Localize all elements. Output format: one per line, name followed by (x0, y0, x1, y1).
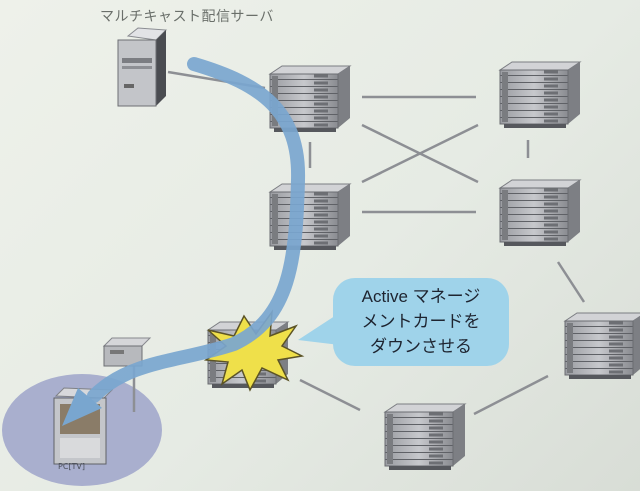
pc-label: PC[TV] (58, 462, 86, 471)
router-icon (499, 61, 581, 129)
callout-line: メントカードを (361, 312, 481, 331)
router-icon (499, 179, 581, 247)
multicast-flow-arrow (87, 57, 306, 403)
arrow-head (62, 388, 102, 426)
router-icon (269, 183, 351, 251)
router-icon (384, 403, 466, 471)
callout-line: ダウンさせる (370, 337, 472, 356)
callout-line: Active マネージ (361, 287, 481, 306)
callout-text: Active マネージ メントカードを ダウンさせる (333, 284, 509, 359)
server-caption: マルチキャスト配信サーバ (100, 9, 274, 25)
callout-bubble (298, 278, 509, 366)
multicast-server-icon (117, 27, 168, 107)
network-links (132, 70, 586, 416)
set-top-box-icon (102, 337, 152, 367)
router-icon (564, 312, 640, 380)
